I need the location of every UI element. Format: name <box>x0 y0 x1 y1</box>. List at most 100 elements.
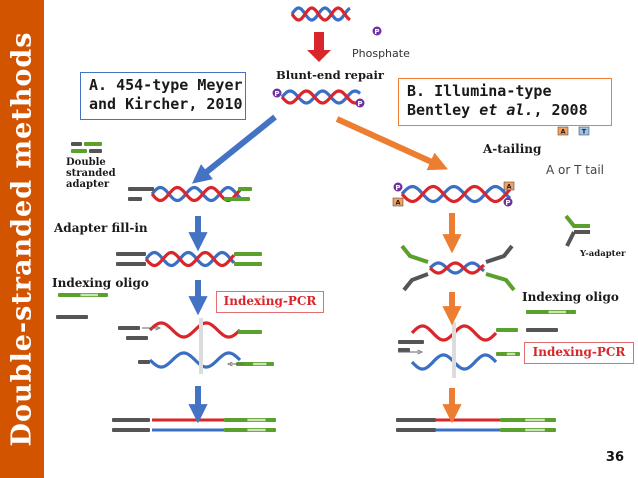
atail-phosphate-right-label: P <box>505 199 510 207</box>
pcr-b-index-primer-index <box>506 352 516 356</box>
dsa-line3: adapter <box>66 179 110 190</box>
blunt-ended-dna-red-strand <box>280 89 362 105</box>
repair-arrow-shaft <box>314 32 324 52</box>
method-a-line2: and Kircher, 2010 <box>89 95 243 113</box>
branch-arrow-a <box>192 114 277 184</box>
method-b-line2: Bentley et al., 2008 <box>407 101 603 120</box>
ds-adapter-grey-bottom <box>89 149 102 153</box>
pcr-b-primer-grey-2 <box>398 348 410 352</box>
a-tailed-dna-red-strand <box>400 184 512 204</box>
indexing-oligo-right-label: Indexing oligo <box>522 290 619 304</box>
page-number: 36 <box>605 450 624 465</box>
pcr-b-template-guide <box>452 322 456 378</box>
fill-a-grey-bottom <box>116 262 146 266</box>
y-adapter-label: Y-adapter <box>580 249 626 259</box>
oligo-b-grey-bar <box>526 328 558 332</box>
fill-a-green-top <box>234 252 262 256</box>
ligated-dna-a-blue-strand <box>150 185 242 203</box>
phosphate-label: Phosphate <box>352 47 410 60</box>
blunt-phosphate-right <box>355 98 365 108</box>
pcr-a-blue-grey-end <box>138 360 150 364</box>
ds-adapter-green-top <box>84 142 102 146</box>
lig-a-green-bottom <box>224 197 250 201</box>
blunt-end-repair-label: Blunt-end repair <box>276 68 384 82</box>
adapter-fill-in-label: Adapter fill-in <box>54 221 148 235</box>
final-a-grey-bottom <box>112 428 150 432</box>
pcr-a-green-red-end <box>238 330 262 334</box>
final-b-index-bottom-index <box>525 428 545 432</box>
top-phosphate-marker-label: P <box>374 28 379 36</box>
lig-b-green-left <box>400 244 429 264</box>
ds-adapter-green-bottom <box>71 149 87 153</box>
atail-a-left-label: A <box>395 199 400 207</box>
blunt-phosphate-right-label: P <box>357 100 362 108</box>
indexing-pcr-right-box: Indexing-PCR <box>524 342 634 364</box>
pcr-b-green-red-end <box>496 328 518 332</box>
lig-a-grey-bottom <box>128 197 142 201</box>
workflow-arrows <box>142 32 462 424</box>
method-b-etal: et al. <box>479 101 534 119</box>
method-a-box: A. 454-type Meyer and Kircher, 2010 <box>80 72 246 120</box>
atail-a-left <box>392 197 404 207</box>
method-b-line1: B. Illumina-type <box>407 82 552 100</box>
pcr-a-primer-grey <box>118 326 140 330</box>
top-phosphate-marker <box>372 26 382 36</box>
y-adapter-green-arm <box>564 214 590 228</box>
adapter-bars <box>56 142 590 432</box>
indexing-pcr-left-box: Indexing-PCR <box>216 291 324 313</box>
legend-a-tag-label: A <box>560 128 565 136</box>
atail-phosphate-left <box>393 182 403 192</box>
oligo-a-grey-bar <box>56 315 88 319</box>
pcr-a-blue-strand <box>148 351 242 369</box>
dsa-line2: stranded <box>66 168 116 179</box>
filled-dna-a-blue-strand <box>144 250 236 268</box>
top-raw-dna-red-strand <box>290 6 351 22</box>
a-tailing-label: A-tailing <box>483 142 542 156</box>
method-a-line1: A. 454-type Meyer <box>89 76 243 94</box>
indexing-oligo-left-label: Indexing oligo <box>52 276 149 290</box>
legend-t-tag-label: T <box>582 128 587 136</box>
ligated-dna-b-red-strand <box>428 261 485 275</box>
pcr-a-primer-grey-2 <box>126 336 148 340</box>
pcr-a-template-guide <box>199 318 203 374</box>
final-a-grey-top <box>112 418 150 422</box>
branch-arrow-b <box>335 116 448 171</box>
method-b-box: B. Illumina-type Bentley et al., 2008 <box>398 78 612 126</box>
title-sidebar: Double-stranded methods <box>0 0 44 478</box>
index-oligo-a-bar-index <box>80 293 98 297</box>
ds-adapter-grey-top <box>71 142 82 146</box>
final-b-grey-top <box>396 418 436 422</box>
method-b-year: , 2008 <box>533 101 588 119</box>
atail-a-right <box>503 181 515 191</box>
lig-b-grey-right <box>485 244 514 264</box>
legend-a-tag <box>557 126 569 136</box>
double-stranded-adapter-label: Double stranded adapter <box>66 157 116 190</box>
repair-arrow-head <box>307 50 331 62</box>
blunt-phosphate-left-label: P <box>274 90 279 98</box>
index-oligo-b-bar-index <box>548 310 566 314</box>
atail-phosphate-left-label: P <box>395 184 400 192</box>
lig-b-green-right <box>485 272 516 292</box>
legend-t-tag <box>578 126 590 136</box>
atail-a-right-label: A <box>506 183 511 191</box>
a-tailed-dna-blue-strand <box>400 184 512 204</box>
pcr-b-primer-grey <box>398 340 424 344</box>
lig-a-grey-top <box>128 187 154 191</box>
y-adapter-grey-arm <box>565 230 590 247</box>
final-b-index-top-index <box>525 418 545 422</box>
final-a-index-bottom-index <box>247 428 266 432</box>
top-raw-dna-blue-strand <box>290 6 351 22</box>
blunt-phosphate-left <box>272 88 282 98</box>
lig-b-grey-left <box>402 272 429 292</box>
dsa-line1: Double <box>66 157 106 168</box>
final-a-index-top-index <box>247 418 266 422</box>
lig-a-green-top <box>238 187 252 191</box>
atail-phosphate-right <box>503 197 513 207</box>
a-or-t-tail-label: A or T tail <box>546 163 604 177</box>
ligated-dna-b-blue-strand <box>428 261 485 275</box>
pcr-a-red-strand <box>148 321 242 339</box>
method-b-author: Bentley <box>407 101 480 119</box>
